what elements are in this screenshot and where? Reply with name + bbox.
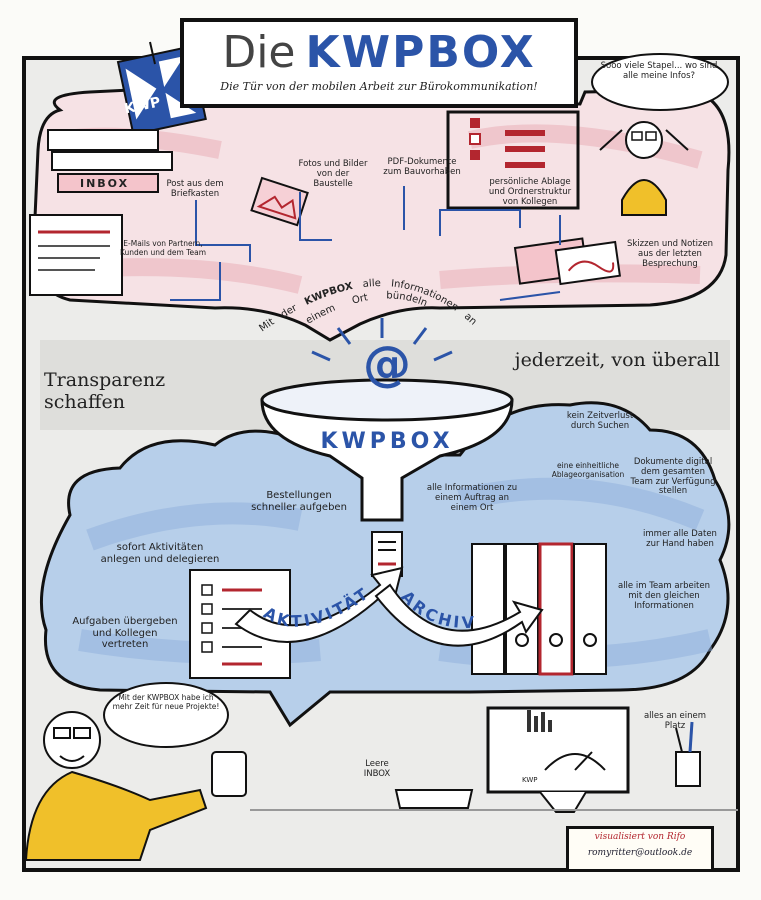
title-prefix: Die [222, 27, 296, 78]
no-time-loss-text: kein Zeitverlust durch Suchen [566, 411, 634, 431]
speech-bubble-shape [103, 682, 229, 748]
speech-bubble-text: Mit der KWPBOX habe ich mehr Zeit für ne… [112, 693, 220, 711]
title-subtitle: Die Tür von der mobilen Arbeit zur Bürok… [220, 80, 538, 93]
archive-arrow-shape [374, 583, 544, 647]
right-tagline: jederzeit, von überall [514, 349, 720, 371]
monitor [486, 706, 630, 813]
document-stack-left [29, 129, 173, 296]
left-tagline: Transparenz schaffen [44, 369, 166, 413]
orders-text: Bestellungen schneller aufgeben [251, 490, 347, 513]
sketches-text: Skizzen und Notizen aus der letzten Besp… [626, 239, 714, 269]
activities-text: sofort Aktivitäten anlegen und delegiere… [100, 542, 220, 565]
team-same-info-text: alle im Team arbeiten mit den gleichen I… [617, 581, 710, 611]
monitor-label: KWP [522, 776, 537, 784]
all-info-order-text: alle Informationen zu einem Auftrag an e… [426, 483, 518, 513]
cloud-marker-strokes [78, 477, 713, 669]
happy-person [24, 711, 247, 861]
logo-text: KWP [123, 94, 162, 117]
always-data-text: immer alle Daten zur Hand haben [643, 529, 717, 549]
title-brand: KWPBOX [305, 27, 536, 78]
at-rays [311, 318, 453, 362]
credit-line1: visualisiert von Rifo [594, 832, 686, 842]
emails-text: E-Mails von Partnern, Kunden und dem Tea… [119, 239, 207, 257]
all-in-place-text: alles an einem Platz [643, 711, 707, 731]
empty-inbox-text: Leere INBOX [363, 759, 391, 779]
credit-box: visualisiert von Rifo romyritter@outlook… [566, 826, 714, 872]
inbox-label: INBOX [80, 177, 130, 190]
pdf-text: PDF-Dokumente zum Bauvorhaben [383, 157, 461, 177]
sketch-papers-icon [513, 237, 622, 286]
thought-bubble-shape [591, 53, 729, 111]
thought-bubble-text: Sooo viele Stapel... wo sind alle meine … [600, 61, 718, 81]
funnel [260, 378, 514, 522]
pen-cup [675, 721, 701, 787]
pdf-shelf-icon [446, 110, 580, 210]
archive-binders [471, 542, 607, 676]
logo-hook [149, 41, 156, 65]
connector-lines-top [170, 186, 561, 301]
personal-storage-text: persönliche Ablage und Ordnerstruktur vo… [488, 177, 572, 207]
stressed-person [599, 121, 689, 216]
photos-text: Fotos und Bilder von der Baustelle [298, 159, 368, 189]
tasks-text: Aufgaben übergeben und Kollegen vertrete… [72, 616, 178, 650]
post-text: Post aus dem Briefkasten [166, 179, 224, 199]
uniform-storage-text: eine einheitliche Ablageorganisation [551, 461, 625, 479]
empty-inbox-tray [394, 789, 474, 809]
at-symbol: @ [363, 336, 411, 392]
funnel-label: KWPBOX [320, 429, 453, 454]
digital-docs-text: Dokumente digital dem gesamten Team zur … [630, 457, 716, 497]
credit-email: romyritter@outlook.de [587, 848, 693, 858]
photo-icon [250, 176, 309, 227]
